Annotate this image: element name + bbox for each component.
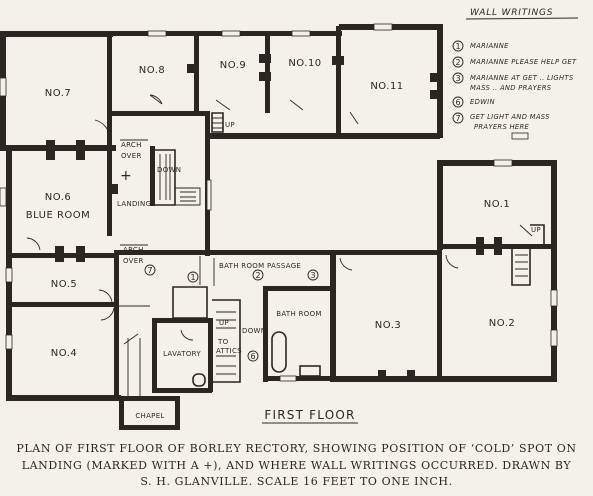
legend: WALL WRITINGS 1 MARIANNE 2 MARIANNE PLEA… <box>452 8 579 131</box>
room-no4: NO.4 <box>51 348 78 359</box>
legend-text-7: GET LIGHT AND MASS <box>470 113 550 121</box>
legend-text-7b: PRAYERS HERE <box>474 123 530 131</box>
legend-num-2: 2 <box>455 58 460 67</box>
cold-spot-plus: + <box>120 168 132 184</box>
room-no3: NO.3 <box>375 320 402 331</box>
legend-text-3b: MASS .. AND PRAYERS <box>470 84 552 92</box>
room-chapel: CHAPEL <box>135 412 164 420</box>
legend-title: WALL WRITINGS <box>470 8 553 18</box>
floor-title: FIRST FLOOR <box>264 408 355 422</box>
arch-label-bottom: ARCH <box>123 246 144 254</box>
legend-text-2: MARIANNE PLEASE HELP GET <box>470 58 577 66</box>
marker-6-circle <box>247 350 259 362</box>
room-no8: NO.8 <box>139 65 166 76</box>
over-label-top: OVER <box>121 152 142 160</box>
over-label-bottom: OVER <box>123 257 144 265</box>
room-labels: NO.7 NO.8 NO.9 NO.10 NO.11 NO.6 BLUE ROO… <box>26 58 516 420</box>
marker-7: 7 <box>147 266 152 275</box>
down-label-left: DOWN <box>157 166 181 174</box>
room-no9: NO.9 <box>220 60 247 71</box>
room-no6: NO.6 <box>45 192 72 203</box>
marker-1: 1 <box>190 273 195 282</box>
legend-text-6: EDWIN <box>470 98 495 106</box>
up-label-top: UP <box>225 121 235 129</box>
room-no11: NO.11 <box>370 81 403 92</box>
room-no1: NO.1 <box>484 199 511 210</box>
marker-2: 2 <box>255 271 260 280</box>
room-no10: NO.10 <box>288 58 321 69</box>
room-no5: NO.5 <box>51 279 78 290</box>
up-label-attic: UP <box>219 319 229 327</box>
marker-1-circle <box>187 271 199 283</box>
to-label: TO <box>217 338 229 346</box>
caption-line-2: LANDING (MARKED WITH A +), AND WHERE WAL… <box>21 459 572 472</box>
arch-label-top: ARCH <box>121 141 142 149</box>
caption-line-1: PLAN OF FIRST FLOOR OF BORLEY RECTORY, S… <box>16 442 577 455</box>
legend-num-3: 3 <box>455 74 460 83</box>
room-no7: NO.7 <box>45 88 72 99</box>
annotations: ARCH OVER + LANDING DOWN ARCH OVER UP UP… <box>117 121 541 355</box>
legend-num-7: 7 <box>455 114 460 123</box>
windows <box>0 23 558 382</box>
room-blue-room: BLUE ROOM <box>26 210 91 221</box>
room-bath-room: BATH ROOM <box>276 310 321 318</box>
caption-line-3: S. H. GLANVILLE. SCALE 16 FEET TO ONE IN… <box>140 475 453 488</box>
landing-label: LANDING <box>117 200 151 208</box>
up-label-right: UP <box>531 226 541 234</box>
legend-num-6: 6 <box>455 98 460 107</box>
legend-num-1: 1 <box>455 42 460 51</box>
marker-2-circle <box>252 269 264 281</box>
room-lavatory: LAVATORY <box>163 350 201 358</box>
down-label-attic: DOWN <box>242 327 266 335</box>
bath-room-passage-label: BATH ROOM PASSAGE <box>219 262 301 270</box>
marker-3-circle <box>307 269 319 281</box>
legend-text-3: MARIANNE AT GET .. LIGHTS <box>470 74 574 82</box>
legend-text-1: MARIANNE <box>470 42 509 50</box>
marker-7-circle <box>144 264 156 276</box>
fixtures <box>26 94 545 396</box>
marker-3: 3 <box>310 271 315 280</box>
writing-markers: 7 1 2 3 6 <box>144 264 319 362</box>
room-no2: NO.2 <box>489 318 516 329</box>
floor-plan: NO.7 NO.8 NO.9 NO.10 NO.11 NO.6 BLUE ROO… <box>0 8 579 430</box>
marker-6: 6 <box>250 352 255 361</box>
attics-label: ATTICS <box>216 347 242 355</box>
